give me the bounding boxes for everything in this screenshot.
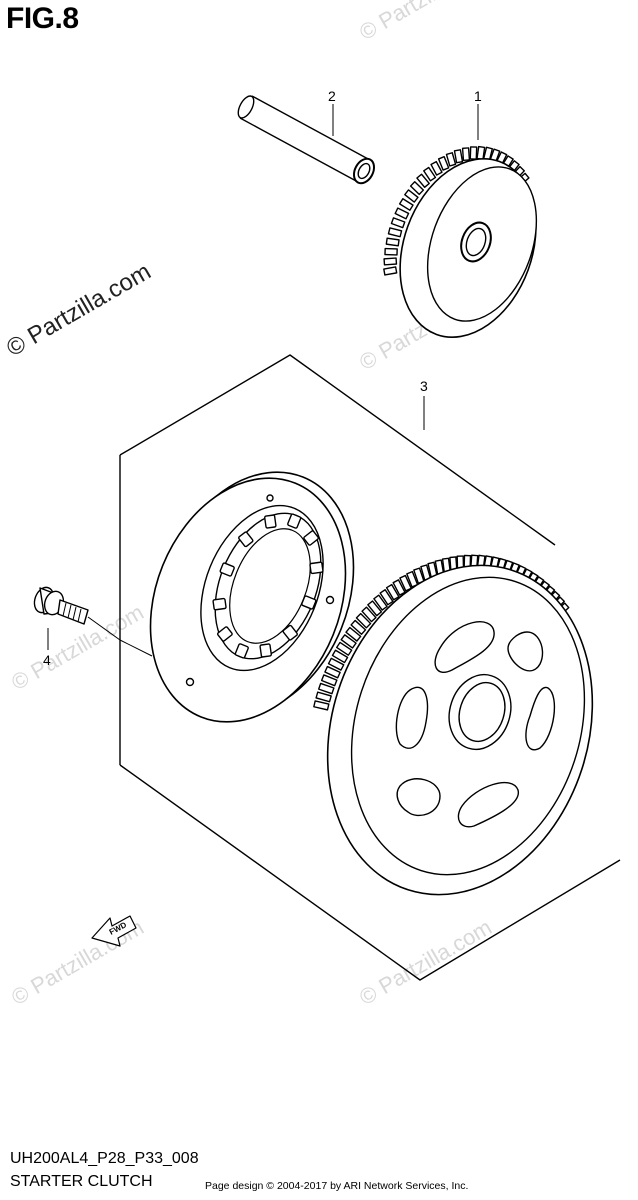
gear-tooth <box>423 166 437 182</box>
gear-tooth <box>416 173 430 188</box>
bolt-part-4[interactable] <box>31 585 153 657</box>
gear-tooth <box>315 691 332 703</box>
figure-title: FIG.8 <box>6 2 79 35</box>
shaft-pin-part-2[interactable] <box>235 94 378 187</box>
gear-tooth <box>379 589 394 606</box>
driven-gear-part-1[interactable] <box>376 140 559 357</box>
callout-1[interactable]: 1 <box>474 88 482 104</box>
roller <box>309 561 324 575</box>
gear-tooth <box>384 247 398 256</box>
callout-3[interactable]: 3 <box>420 378 428 394</box>
gear-tooth <box>398 198 414 211</box>
gear-tooth <box>383 257 398 266</box>
gear-tooth <box>404 189 419 203</box>
gear-tooth <box>394 207 410 220</box>
gear-tooth <box>469 146 478 160</box>
roller <box>238 531 254 548</box>
gear-tooth <box>361 606 377 623</box>
gear-tooth <box>385 237 400 247</box>
gear-tooth <box>383 266 398 276</box>
gear-tooth <box>350 619 367 635</box>
roller <box>264 514 277 529</box>
roller <box>212 597 227 611</box>
clutch-rollers <box>212 513 324 659</box>
gear-tooth <box>335 641 353 656</box>
section-title: STARTER CLUTCH <box>10 1173 153 1190</box>
gear-tooth <box>387 227 403 238</box>
gear-tooth <box>430 160 443 176</box>
gear-tooth <box>340 634 357 649</box>
gear-tooth <box>367 600 383 617</box>
roller <box>301 595 317 610</box>
gear-tooth <box>461 147 471 162</box>
diagram-code: UH200AL4_P28_P33_008 <box>10 1150 199 1167</box>
callout-4[interactable]: 4 <box>43 652 51 668</box>
gear-tooth <box>331 649 349 664</box>
one-way-clutch-body[interactable] <box>115 443 388 752</box>
gear-tooth <box>385 583 400 601</box>
starter-clutch-gear[interactable] <box>286 531 633 930</box>
gear-tooth <box>313 700 330 711</box>
assembly-box-part-3 <box>119 354 621 981</box>
gear-tooth <box>320 674 338 687</box>
forward-arrow-icon <box>91 915 137 947</box>
gear-tooth <box>399 574 412 592</box>
callout-2[interactable]: 2 <box>328 88 336 104</box>
gear-tooth <box>345 626 362 642</box>
roller <box>303 530 320 546</box>
gear-tooth <box>373 594 388 611</box>
gear-tooth <box>409 181 425 196</box>
gear-tooth <box>355 612 372 629</box>
gear-tooth <box>437 156 450 171</box>
roller <box>219 562 235 577</box>
gear-tooth <box>390 217 406 229</box>
copyright-text: Page design © 2004-2017 by ARI Network S… <box>205 1180 469 1192</box>
gear-tooth <box>324 665 341 679</box>
roller <box>259 643 272 658</box>
roller <box>216 626 233 642</box>
leader-lines <box>47 104 479 650</box>
roller <box>282 624 298 641</box>
gear-tooth <box>445 152 457 167</box>
roller <box>287 513 302 529</box>
gear-tooth <box>327 657 345 671</box>
gear-tooth <box>392 579 406 596</box>
roller <box>234 643 249 659</box>
gear-tooth <box>453 149 464 164</box>
gear-tooth <box>317 682 335 695</box>
